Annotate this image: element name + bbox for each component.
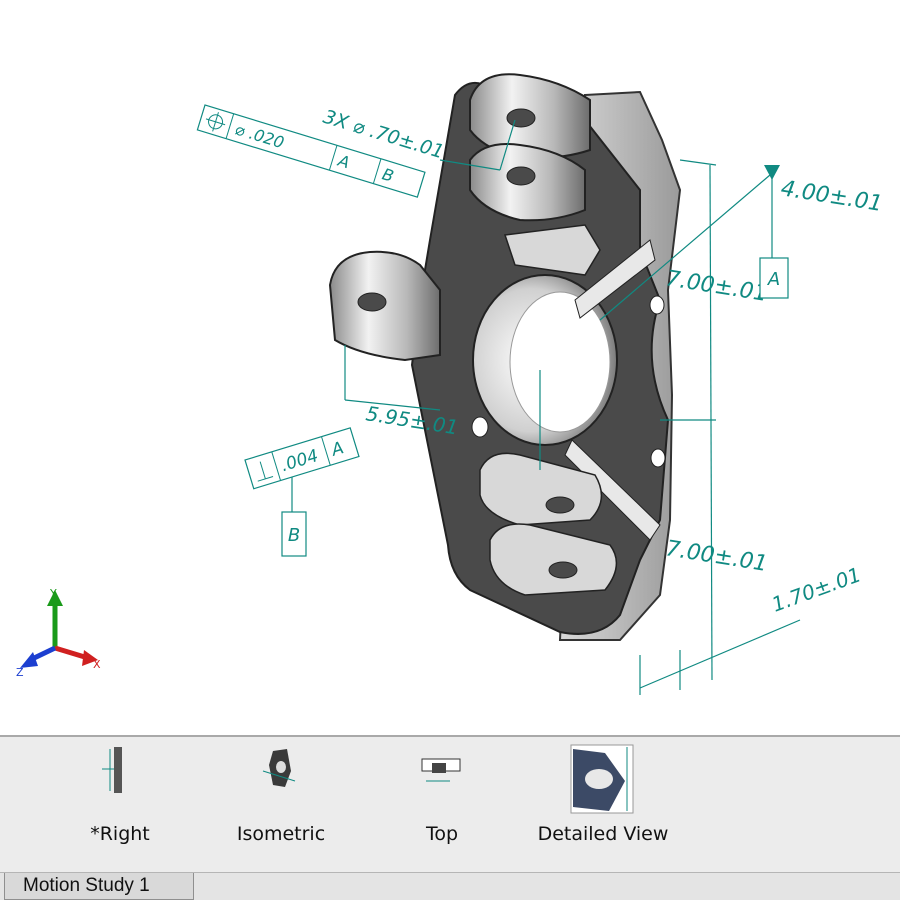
feature-control-frame-perpendicularity[interactable]: .004 A xyxy=(244,427,360,490)
view-detailed-label: Detailed View xyxy=(537,823,669,845)
dimension-lines xyxy=(291,119,801,695)
view-top[interactable]: Top xyxy=(367,737,517,872)
position-tolerance: ⌀ .020 xyxy=(233,119,287,152)
lower-height-dim[interactable]: 7.00±.01 xyxy=(664,536,769,577)
bore-diameter-dim[interactable]: 4.00±.01 xyxy=(779,176,884,217)
upper-height-dim[interactable]: 7.00±.01 xyxy=(664,266,769,307)
bottom-tabs: Motion Study 1 xyxy=(0,872,900,900)
x-axis-label: X xyxy=(93,658,101,671)
right-view-thumbnail xyxy=(102,747,122,793)
view-palette: *Right Isometric Top Detailed View xyxy=(0,735,900,872)
thickness-dim[interactable]: 1.70±.01 xyxy=(769,562,865,616)
knuckle-part[interactable] xyxy=(328,73,682,641)
isometric-view-thumbnail xyxy=(262,749,296,787)
model-view: ⌀ .020 A B 3X ⌀ .70±.01 4.00±.01 7.00±.0… xyxy=(16,73,884,695)
datum-a-box[interactable]: A xyxy=(759,257,789,299)
datum-a-ref: A xyxy=(335,151,352,173)
view-right-label: *Right xyxy=(90,823,150,845)
y-axis-label: Y xyxy=(49,587,57,600)
z-axis-label: Z xyxy=(16,666,24,679)
view-detailed[interactable]: Detailed View xyxy=(528,737,678,872)
svg-text:A: A xyxy=(767,269,780,290)
svg-text:B: B xyxy=(288,525,300,546)
graphics-area[interactable]: ⌀ .020 A B 3X ⌀ .70±.01 4.00±.01 7.00±.0… xyxy=(0,0,900,735)
feature-control-frame-position[interactable]: ⌀ .020 A B xyxy=(196,104,426,198)
view-right[interactable]: *Right xyxy=(45,737,195,872)
tab-motion-study-1[interactable]: Motion Study 1 xyxy=(4,873,194,900)
detailed-view-thumbnail xyxy=(570,744,634,814)
axis-triad[interactable]: Y X Z xyxy=(16,587,101,679)
datum-b-box[interactable]: B xyxy=(281,511,307,557)
perp-datum-a: A xyxy=(328,438,346,461)
datum-b-ref: B xyxy=(380,164,396,185)
view-isometric[interactable]: Isometric xyxy=(206,737,356,872)
top-view-thumbnail xyxy=(421,758,461,782)
view-isometric-label: Isometric xyxy=(236,823,326,845)
view-top-label: Top xyxy=(425,823,459,845)
